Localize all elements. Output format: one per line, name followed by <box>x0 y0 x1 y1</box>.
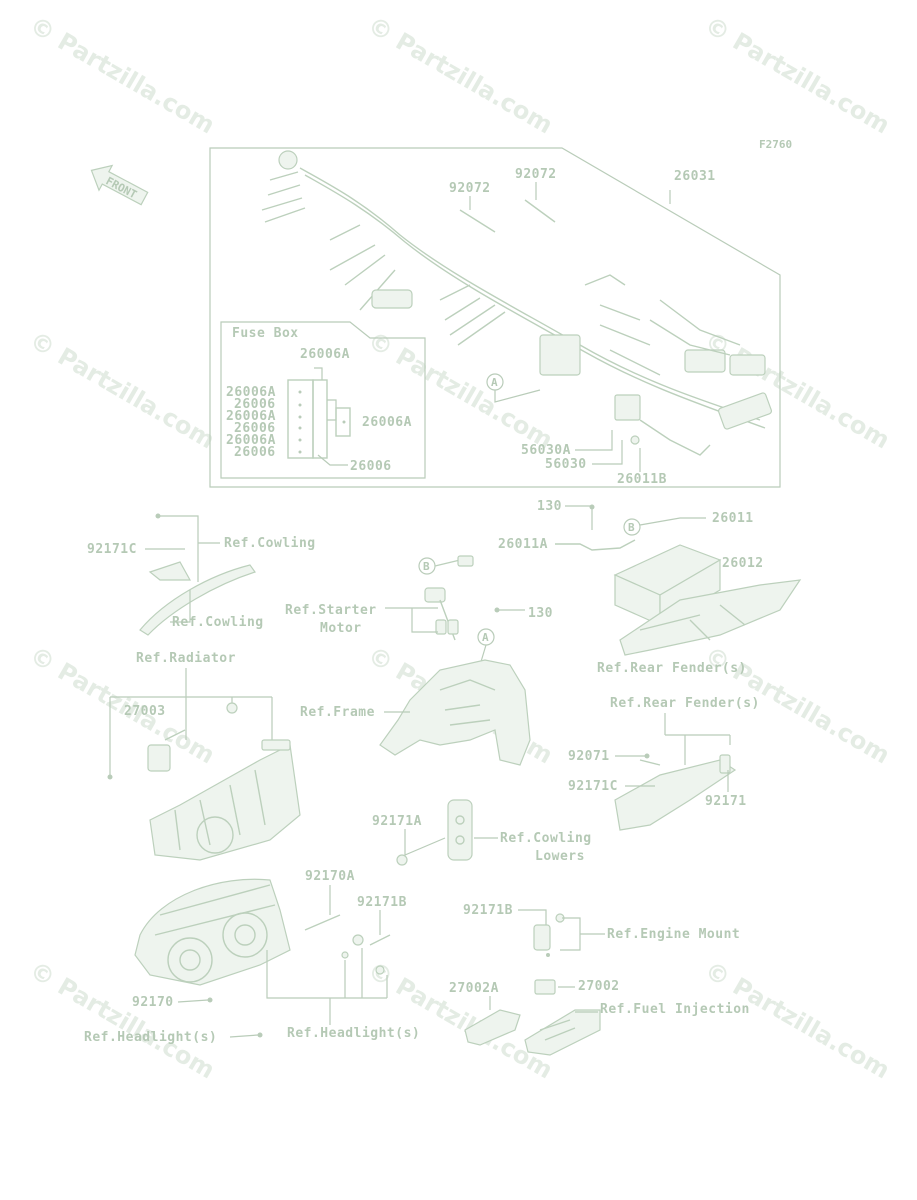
label-26006: 26006 <box>234 397 276 412</box>
label-92171c: 92171C <box>87 542 137 557</box>
label-92171b: 92171B <box>357 895 407 910</box>
label-ref-cowling-lowers: Ref.Cowling <box>500 831 592 846</box>
label-ref-frame: Ref.Frame <box>300 705 375 720</box>
label-56030: 56030 <box>545 457 587 472</box>
label-26011: 26011 <box>712 511 754 526</box>
label-ref-headlight: Ref.Headlight(s) <box>287 1026 420 1041</box>
label-92170a: 92170A <box>305 869 355 884</box>
label-92171a: 92171A <box>372 814 422 829</box>
label-92071: 92071 <box>568 749 610 764</box>
callout-a: A <box>482 631 489 644</box>
watermark: © Partzilla.com <box>363 956 558 1084</box>
callout-b: B <box>423 560 430 573</box>
label-130: 130 <box>528 606 553 621</box>
watermark: © Partzilla.com <box>25 326 220 454</box>
label-ref-engine-mount: Ref.Engine Mount <box>607 927 740 942</box>
label-92171c: 92171C <box>568 779 618 794</box>
watermark: © Partzilla.com <box>700 326 895 454</box>
label-26006-bottom: 26006 <box>350 459 392 474</box>
label-56030a: 56030A <box>521 443 571 458</box>
figure-code: F2760 <box>759 138 792 151</box>
label-26006a: 26006A <box>226 385 276 400</box>
label-27002a: 27002A <box>449 981 499 996</box>
label-130: 130 <box>537 499 562 514</box>
starter-relay-drawing <box>424 555 474 641</box>
callout-a: A <box>491 376 498 389</box>
watermark: © Partzilla.com <box>363 326 558 454</box>
label-92171: 92171 <box>705 794 747 809</box>
watermark: © Partzilla.com <box>700 11 895 139</box>
label-26031: 26031 <box>674 169 716 184</box>
label-92170: 92170 <box>132 995 174 1010</box>
label-ref-rear-fender: Ref.Rear Fender(s) <box>610 696 760 711</box>
label-ref-fuel-injection: Ref.Fuel Injection <box>600 1002 750 1017</box>
fuse-box-frame <box>220 321 426 479</box>
label-27003: 27003 <box>124 704 166 719</box>
label-92072: 92072 <box>515 167 557 182</box>
frame-drawing <box>379 659 531 766</box>
radiator-switch-drawing <box>107 702 238 780</box>
watermark: © Partzilla.com <box>700 956 895 1084</box>
label-26006: 26006 <box>234 421 276 436</box>
label-ref-cowling: Ref.Cowling <box>172 615 264 630</box>
main-harness-drawing <box>261 150 773 456</box>
radiator-drawing <box>149 739 301 861</box>
main-harness-frame <box>209 147 781 488</box>
label-ref-rear-fender: Ref.Rear Fender(s) <box>597 661 747 676</box>
label-92171b: 92171B <box>463 903 513 918</box>
label-26012: 26012 <box>722 556 764 571</box>
watermark: © Partzilla.com <box>363 11 558 139</box>
label-26006a-right: 26006A <box>362 415 412 430</box>
label-92072: 92072 <box>449 181 491 196</box>
front-arrow-icon: FRONT <box>90 164 149 206</box>
label-ref-starter: Ref.Starter <box>285 603 377 618</box>
rear-fender-drawing <box>619 579 802 656</box>
label-26006a-top: 26006A <box>300 347 350 362</box>
fuse-box-title: Fuse Box <box>232 326 299 341</box>
label-26011a: 26011A <box>498 537 548 552</box>
label-27002: 27002 <box>578 979 620 994</box>
label-26011b: 26011B <box>617 472 667 487</box>
engine-mount-bracket-drawing <box>533 913 565 957</box>
headlight-drawing <box>134 878 291 986</box>
label-ref-cowling: Ref.Cowling <box>224 536 316 551</box>
rear-fender-bracket-drawing <box>614 754 737 831</box>
label-ref-headlight: Ref.Headlight(s) <box>84 1030 217 1045</box>
cowling-bracket-drawing <box>139 561 256 636</box>
cowling-lowers-bracket-drawing <box>447 799 473 861</box>
label-26006: 26006 <box>234 445 276 460</box>
fuel-injection-relays-drawing <box>464 979 601 1056</box>
fuse-box-drawing <box>287 367 351 466</box>
label-26006a: 26006A <box>226 409 276 424</box>
label-26006a: 26006A <box>226 433 276 448</box>
watermark: © Partzilla.com <box>25 11 220 139</box>
label-ref-radiator: Ref.Radiator <box>136 651 236 666</box>
callout-b: B <box>628 521 635 534</box>
label-ref-cowling-lowers-2: Lowers <box>535 849 585 864</box>
label-ref-starter-motor: Motor <box>320 621 362 636</box>
